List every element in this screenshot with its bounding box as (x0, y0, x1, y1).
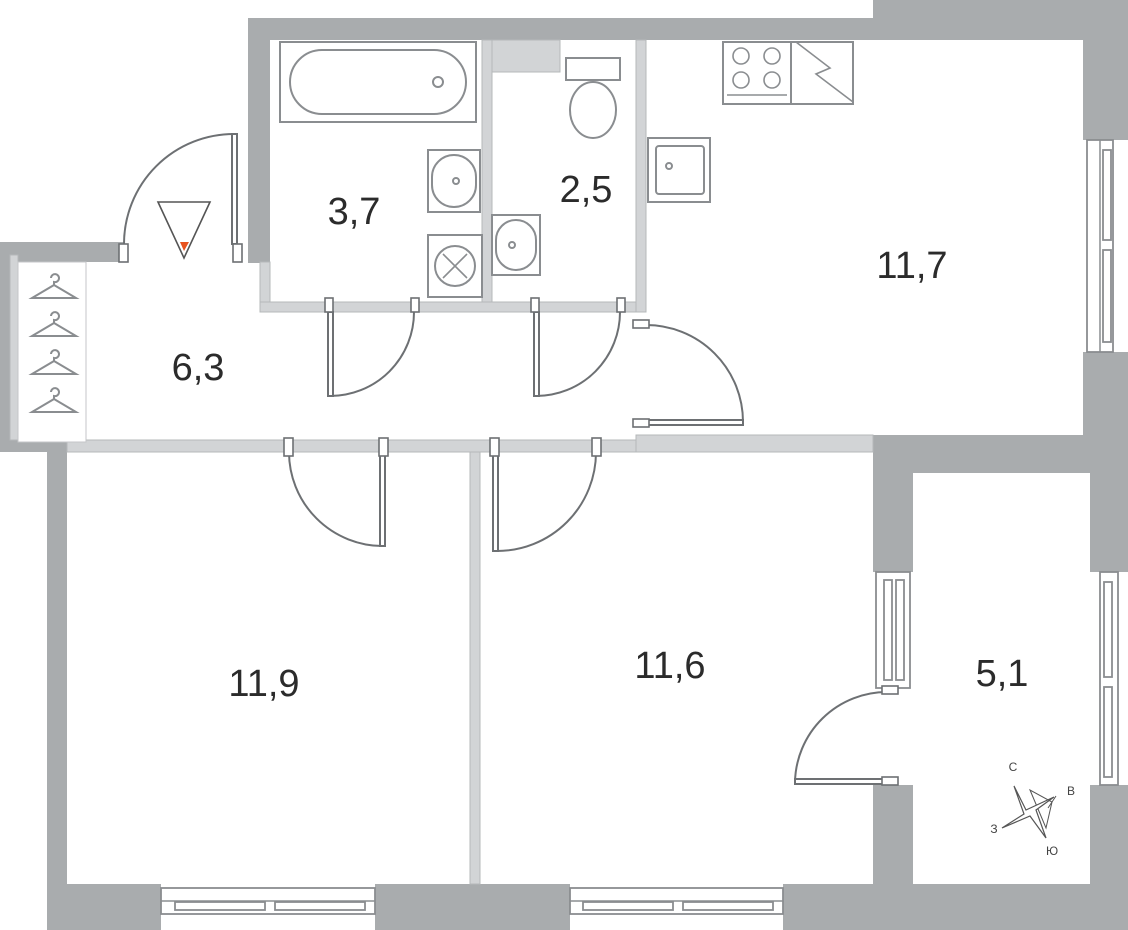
hanger-icon (28, 273, 80, 413)
kitchen-sink (647, 137, 711, 203)
balcony-door-window (875, 571, 911, 689)
bathtub (279, 41, 477, 123)
living-room-window (569, 887, 784, 915)
entrance-marker (156, 201, 212, 260)
room-labels: 3,7 2,5 11,7 6,3 11,9 11,6 5,1 (172, 169, 1029, 705)
windows (160, 139, 1119, 915)
bathroom-sink (427, 149, 481, 213)
area-label-bathroom: 3,7 (328, 191, 381, 233)
gas-riser (790, 41, 854, 105)
doors (118, 133, 899, 786)
compass-rose-icon: С В Ю З (990, 760, 1075, 858)
bedroom-window (160, 887, 376, 915)
living-room-door (489, 437, 602, 552)
balcony-window (1099, 571, 1119, 786)
bedroom-door (283, 437, 389, 547)
area-label-kitchen: 11,7 (876, 245, 947, 287)
compass-south-label: Ю (1046, 844, 1058, 858)
balcony-door (794, 685, 899, 786)
kitchen-window (1086, 139, 1114, 353)
area-label-toilet: 2,5 (560, 169, 613, 211)
wardrobe (17, 261, 87, 443)
compass-west-label: З (990, 822, 997, 836)
area-label-living-room: 11,6 (634, 645, 705, 687)
compass-east-label: В (1067, 784, 1075, 798)
toilet-sink (491, 214, 541, 276)
bathroom-door (324, 297, 420, 397)
stove (722, 41, 792, 105)
kitchen-door (632, 319, 744, 428)
washing-machine (427, 234, 483, 298)
toilet (565, 57, 621, 139)
area-label-bedroom: 11,9 (228, 663, 299, 705)
area-label-hallway: 6,3 (172, 347, 225, 389)
toilet-door (530, 297, 626, 397)
compass-north-label: С (1009, 760, 1018, 774)
area-label-balcony: 5,1 (976, 653, 1029, 695)
entrance-door (118, 133, 243, 263)
